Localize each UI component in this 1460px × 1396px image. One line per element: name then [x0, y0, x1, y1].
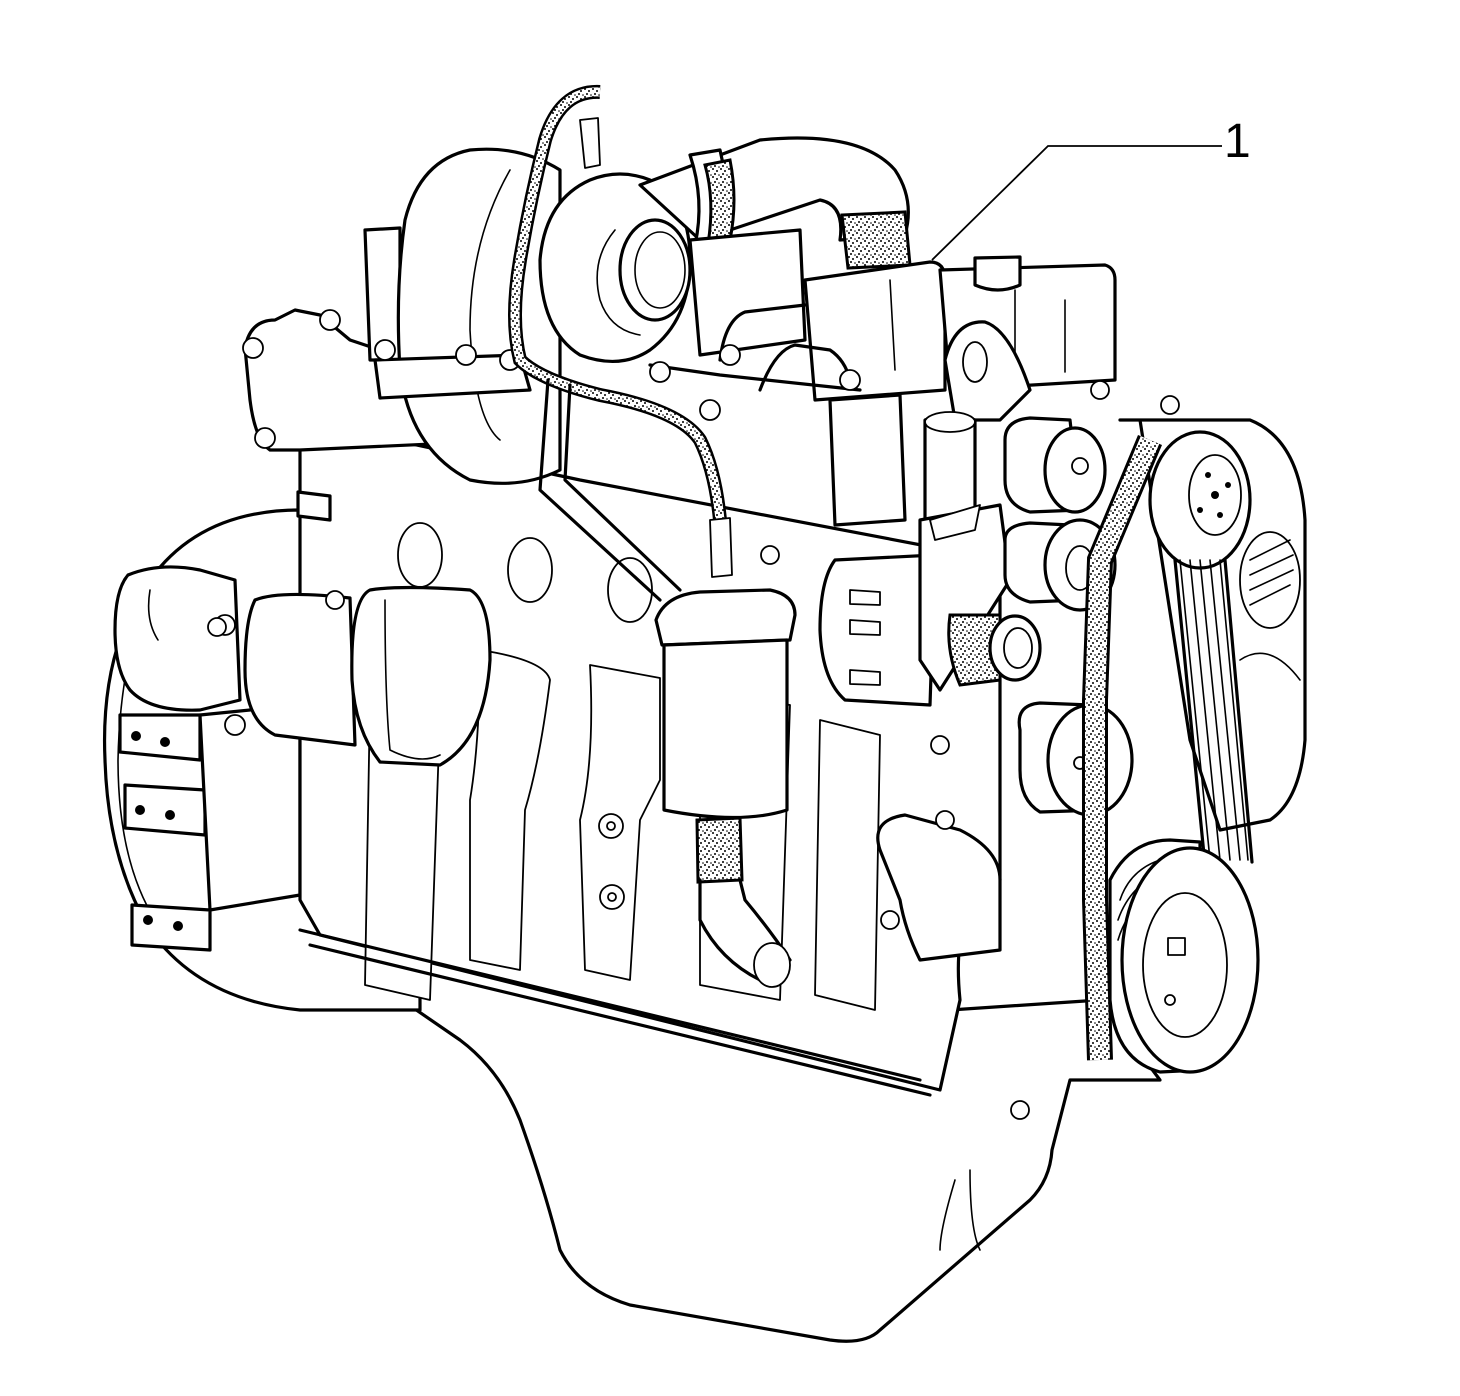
turbocharger: [363, 136, 912, 485]
alternator: [818, 503, 1042, 707]
callout-label-1: 1: [1224, 115, 1251, 168]
water-outlet: [876, 813, 1002, 962]
drive-belt: [1082, 435, 1254, 1061]
injection-pump: [828, 393, 977, 527]
fuel-filter: [654, 588, 797, 988]
fuel-injection-lines: [648, 303, 862, 421]
bolts: [207, 380, 1180, 1120]
starter-motor: [113, 565, 492, 767]
rocker-covers: [688, 228, 1117, 402]
oil-feed-line: [508, 84, 733, 602]
oil-filler-cap: [973, 255, 1022, 292]
callout-leader-1: [931, 145, 1222, 261]
belt-tensioner-pulley: [1017, 701, 1134, 817]
crankshaft-pulley: [1108, 838, 1260, 1074]
water-pump-pulley: [1148, 430, 1252, 570]
lift-eye: [943, 320, 1032, 422]
